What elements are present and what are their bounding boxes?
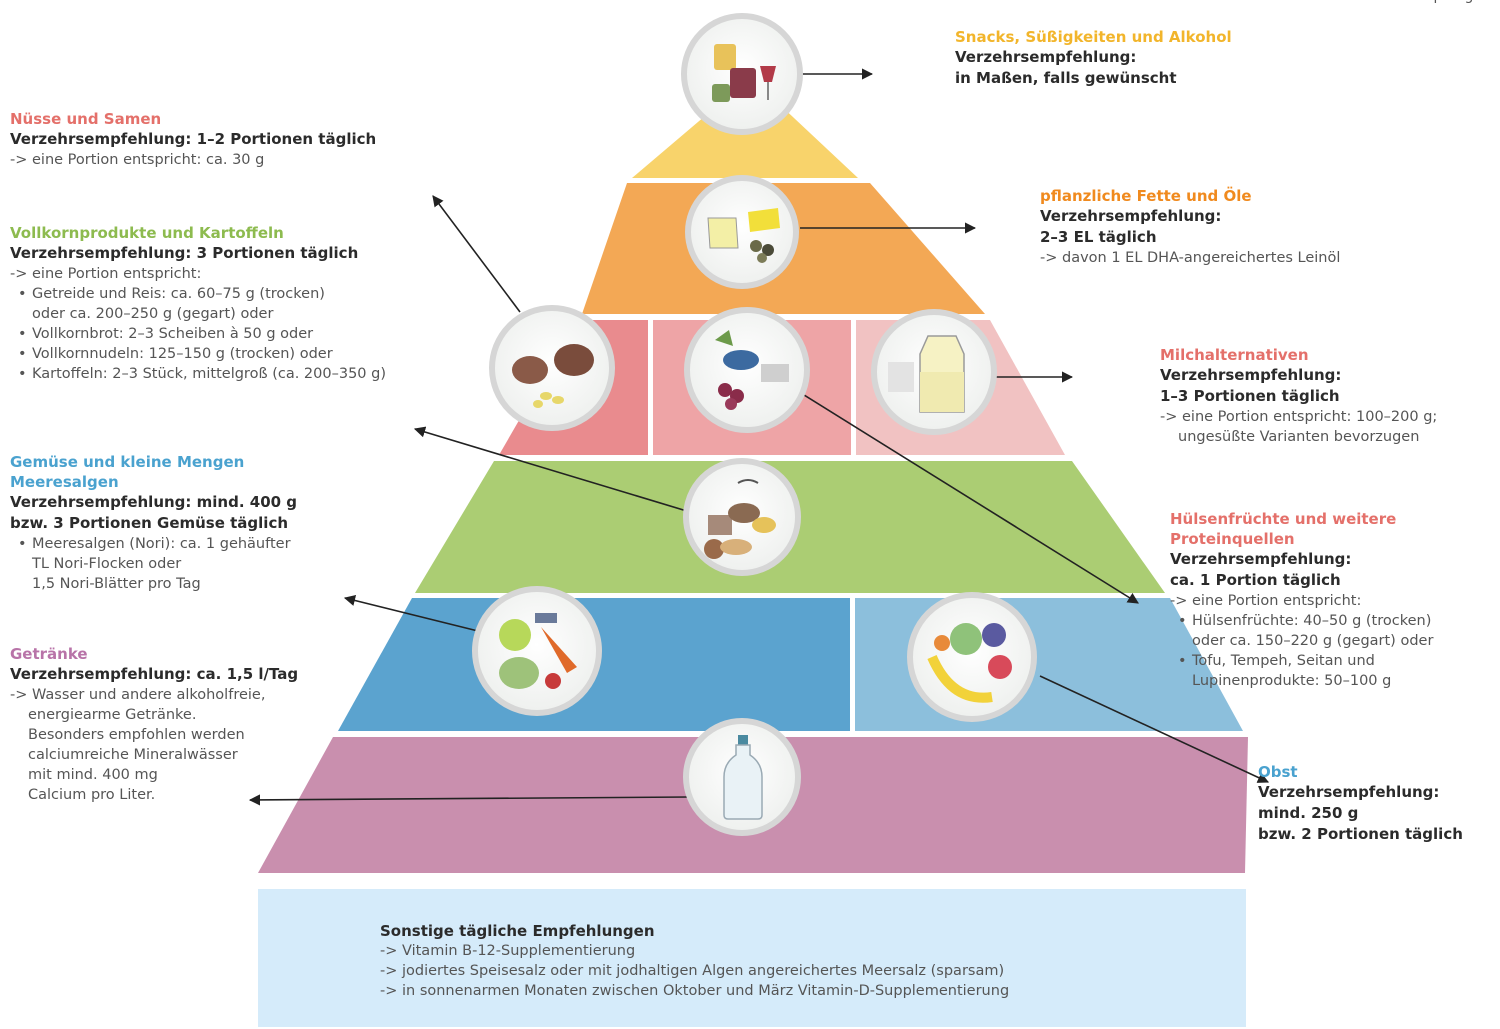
footer-recommendations-box: Sonstige tägliche Empfehlungen -> Vitami… (258, 889, 1246, 1027)
list-item-continued: TL Nori-Flocken oder (10, 554, 297, 574)
label-snacks-rec2: in Maßen, falls gewünscht (955, 69, 1177, 87)
list-item: Kartoffeln: 2–3 Stück, mittelgroß (ca. 2… (10, 364, 386, 384)
label-nuts-title: Nüsse und Samen (10, 110, 162, 128)
label-milk-note: ungesüßte Varianten bevorzugen (1178, 429, 1420, 445)
water-bottle-icon (683, 718, 801, 836)
list-item: Hülsenfrüchte: 40–50 g (trocken) (1170, 611, 1433, 631)
arrow-grains (413, 426, 701, 516)
wholegrain-potato-icon (683, 458, 801, 576)
list-item: Vollkornnudeln: 125–150 g (trocken) oder (10, 344, 386, 364)
label-veg-rec2: bzw. 3 Portionen Gemüse täglich (10, 514, 289, 532)
label-drinks-line: Besonders empfohlen werden (28, 727, 245, 743)
footer-line: -> in sonnenarmen Monaten zwischen Oktob… (380, 983, 1010, 999)
label-drinks-title: Getränke (10, 645, 88, 663)
label-grains: Vollkornprodukte und Kartoffeln Verzehrs… (10, 223, 386, 384)
label-fruit-rec: Verzehrsempfehlung: (1258, 783, 1440, 801)
label-legumes-title-2: Proteinquellen (1170, 530, 1295, 548)
label-drinks-line: calciumreiche Mineralwässer (28, 747, 238, 763)
label-grains-portion: -> eine Portion entspricht: (10, 266, 202, 282)
footer-title: Sonstige tägliche Empfehlungen (380, 922, 655, 940)
label-nuts-portion: -> eine Portion entspricht: ca. 30 g (10, 152, 265, 168)
list-item-text: oder ca. 200–250 g (gegart) oder (32, 306, 274, 322)
label-snacks-title: Snacks, Süßigkeiten und Alkohol (955, 28, 1232, 46)
list-item-continued: oder ca. 150–220 g (gegart) oder (1170, 631, 1433, 651)
corner-text: pierige (1433, 0, 1482, 4)
label-milk-title: Milchalternativen (1160, 346, 1309, 364)
label-milk-rec2: 1–3 Portionen täglich (1160, 387, 1340, 405)
arrow-nuts (432, 195, 521, 313)
legumes-tofu-icon (684, 307, 810, 433)
label-nuts-rec: Verzehrsempfehlung: 1–2 Portionen täglic… (10, 130, 377, 148)
milk-alternative-icon (871, 309, 997, 435)
fruit-basket-icon (907, 592, 1037, 722)
label-drinks-line: -> Wasser und andere alkoholfreie, (10, 687, 266, 703)
label-legumes-portion: -> eine Portion entspricht: (1170, 593, 1362, 609)
label-fruit-rec3: bzw. 2 Portionen täglich (1258, 825, 1463, 843)
list-item: Meeresalgen (Nori): ca. 1 gehäufter (10, 534, 297, 554)
label-veg-title-2: Meeresalgen (10, 473, 119, 491)
label-milk-portion: -> eine Portion entspricht: 100–200 g; (1160, 409, 1438, 425)
label-fruit-title: Obst (1258, 763, 1298, 781)
label-veg: Gemüse und kleine Mengen Meeresalgen Ver… (10, 452, 297, 594)
label-oils: pflanzliche Fette und Öle Verzehrsempfeh… (1040, 186, 1340, 268)
label-drinks-line: mit mind. 400 mg (28, 767, 158, 783)
arrow-veg (343, 594, 483, 633)
pyramid-graphic (248, 13, 1270, 873)
label-legumes-rec: Verzehrsempfehlung: (1170, 550, 1352, 568)
label-fruit-rec2: mind. 250 g (1258, 804, 1359, 822)
label-legumes-rec2: ca. 1 Portion täglich (1170, 571, 1341, 589)
label-milk: Milchalternativen Verzehrsempfehlung: 1–… (1160, 345, 1437, 447)
list-item-text: Lupinenprodukte: 50–100 g (1192, 673, 1392, 689)
list-item: Tofu, Tempeh, Seitan und (1170, 651, 1433, 671)
list-item-text: TL Nori-Flocken oder (32, 556, 182, 572)
label-grains-rec: Verzehrsempfehlung: 3 Portionen täglich (10, 244, 359, 262)
label-grains-title: Vollkornprodukte und Kartoffeln (10, 224, 284, 242)
list-item: Getreide und Reis: ca. 60–75 g (trocken) (10, 284, 386, 304)
list-item-continued: 1,5 Nori-Blätter pro Tag (10, 574, 297, 594)
arrow-drinks (248, 794, 691, 806)
label-drinks-line: energiearme Getränke. (28, 707, 197, 723)
label-nuts: Nüsse und Samen Verzehrsempfehlung: 1–2 … (10, 109, 376, 170)
label-drinks-line: Calcium pro Liter. (28, 787, 156, 803)
list-item-continued: oder ca. 200–250 g (gegart) oder (10, 304, 386, 324)
label-drinks-rec: Verzehrsempfehlung: ca. 1,5 l/Tag (10, 665, 299, 683)
list-item-text: oder ca. 150–220 g (gegart) oder (1192, 633, 1434, 649)
vegetables-seaweed-icon (472, 586, 602, 716)
footer-line: -> Vitamin B-12-Supplementierung (380, 943, 636, 959)
label-fruit: Obst Verzehrsempfehlung: mind. 250 g bzw… (1258, 762, 1463, 845)
label-oils-rec: Verzehrsempfehlung: (1040, 207, 1222, 225)
label-oils-rec2: 2–3 EL täglich (1040, 228, 1157, 246)
label-snacks: Snacks, Süßigkeiten und Alkohol Verzehrs… (955, 27, 1232, 89)
label-snacks-rec: Verzehrsempfehlung: (955, 48, 1137, 66)
label-oils-title: pflanzliche Fette und Öle (1040, 187, 1252, 205)
arrow-legumes (779, 379, 1139, 604)
label-veg-title-1: Gemüse und kleine Mengen (10, 453, 245, 471)
list-item-text: 1,5 Nori-Blätter pro Tag (32, 576, 201, 592)
footer-line: -> jodiertes Speisesalz oder mit jodhalt… (380, 963, 1005, 979)
label-oils-portion: -> davon 1 EL DHA-angereichertes Leinöl (1040, 250, 1341, 266)
label-milk-rec: Verzehrsempfehlung: (1160, 366, 1342, 384)
oil-butter-icon (685, 175, 799, 289)
list-item-continued: Lupinenprodukte: 50–100 g (1170, 671, 1433, 691)
nuts-seeds-icon (489, 305, 615, 431)
label-drinks: Getränke Verzehrsempfehlung: ca. 1,5 l/T… (10, 644, 298, 805)
label-veg-rec: Verzehrsempfehlung: mind. 400 g (10, 493, 298, 511)
label-legumes-title-1: Hülsenfrüchte und weitere (1170, 510, 1397, 528)
snacks-alcohol-icon (681, 13, 803, 135)
list-item: Vollkornbrot: 2–3 Scheiben à 50 g oder (10, 324, 386, 344)
label-legumes: Hülsenfrüchte und weitere Proteinquellen… (1170, 509, 1433, 691)
arrow-fruit (1039, 675, 1270, 783)
